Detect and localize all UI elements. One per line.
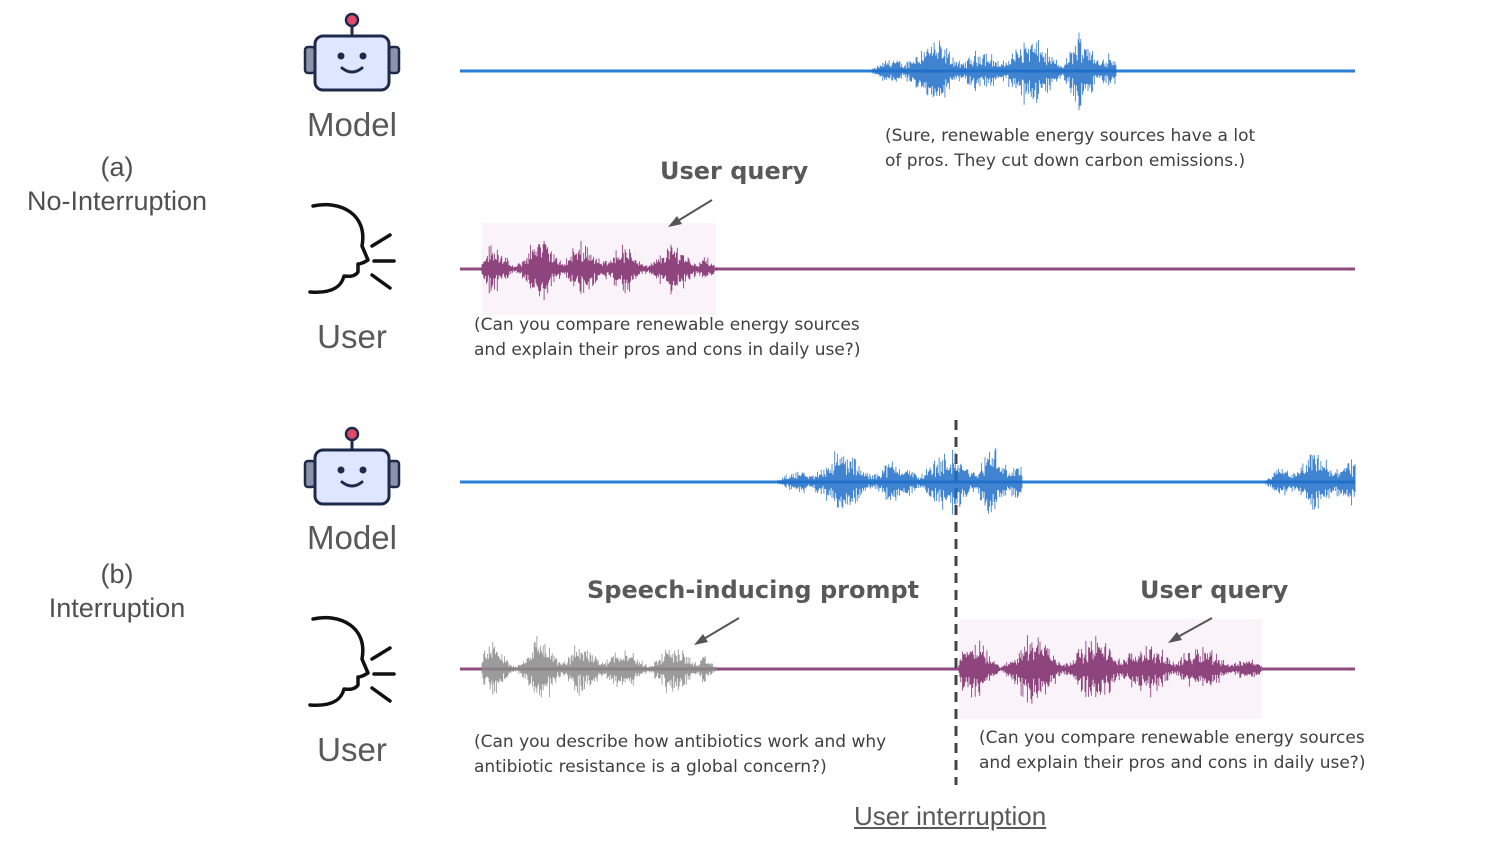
robot-icon	[303, 426, 401, 506]
model-label-a: Model	[307, 106, 397, 143]
section-b-letter: (b)	[100, 559, 134, 589]
model-response-waveform	[1265, 454, 1356, 510]
section-a-label: (a) No-Interruption	[0, 150, 234, 218]
section-a-name: No-Interruption	[26, 186, 208, 216]
user-interruption-label: User interruption	[854, 801, 1047, 831]
speech-prompt-waveform	[481, 635, 717, 698]
caption-line: (Sure, renewable energy sources have a l…	[885, 126, 1256, 146]
arrow-icon	[1168, 617, 1213, 643]
caption-line: and explain their pros and cons in daily…	[979, 753, 1366, 773]
speech-prompt-heading: Speech-inducing prompt	[587, 576, 920, 604]
user-query-heading-a: User query	[660, 157, 809, 185]
user-query-waveform	[958, 619, 1262, 719]
section-b-label: (b) Interruption	[0, 557, 234, 625]
model-label-b: Model	[307, 519, 397, 556]
caption-line: and explain their pros and cons in daily…	[474, 340, 861, 360]
section-a-letter: (a)	[100, 152, 134, 182]
caption-line: (Can you compare renewable energy source…	[979, 728, 1365, 748]
speaking-head-icon	[308, 615, 396, 708]
caption-line: antibiotic resistance is a global concer…	[474, 757, 827, 777]
user-query-waveform	[481, 223, 717, 315]
section-b-name: Interruption	[48, 593, 186, 623]
model-response-caption-a: (Sure, renewable energy sources have a l…	[885, 124, 1255, 174]
robot-icon	[303, 12, 401, 92]
model-response-waveform	[777, 447, 1023, 515]
caption-line: (Can you compare renewable energy source…	[474, 315, 860, 335]
user-query-caption-b: (Can you compare renewable energy source…	[979, 726, 1365, 776]
arrow-icon	[668, 199, 713, 227]
model-response-waveform	[871, 32, 1117, 111]
arrow-icon	[694, 617, 740, 645]
speaking-head-icon	[308, 202, 396, 295]
speech-prompt-caption: (Can you describe how antibiotics work a…	[474, 730, 886, 780]
user-query-heading-b: User query	[1140, 576, 1289, 604]
caption-line: of pros. They cut down carbon emissions.…	[885, 151, 1246, 171]
user-query-caption-a: (Can you compare renewable energy source…	[474, 313, 860, 363]
user-label-a: User	[317, 318, 387, 355]
user-label-b: User	[317, 731, 387, 768]
caption-line: (Can you describe how antibiotics work a…	[474, 732, 887, 752]
